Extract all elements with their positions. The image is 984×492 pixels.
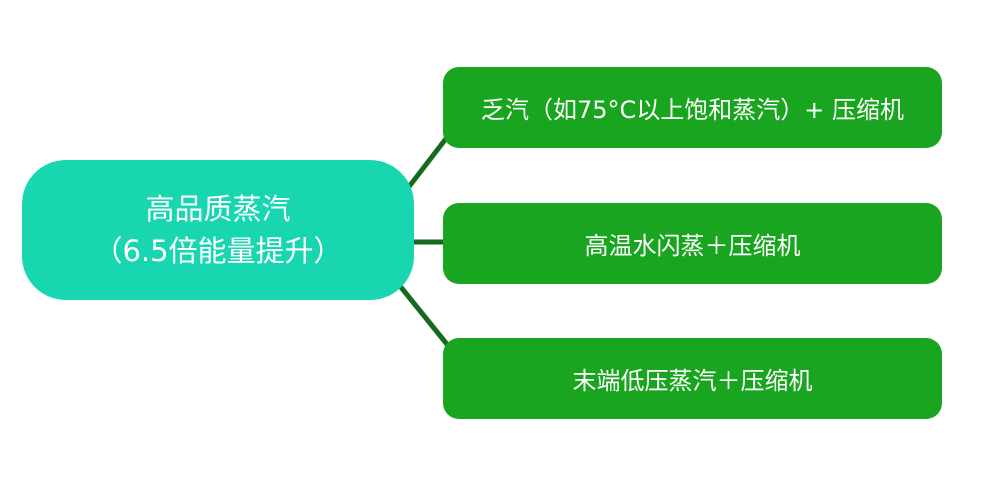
branch-node-1: 乏汽（如75°C以上饱和蒸汽）+ 压缩机 [443, 67, 942, 148]
root-title: 高品质蒸汽 [145, 192, 291, 226]
root-node: 高品质蒸汽 （6.5倍能量提升） [22, 160, 414, 300]
branch-label-1: 乏汽（如75°C以上饱和蒸汽）+ 压缩机 [480, 96, 905, 124]
connector-branch-1 [406, 134, 450, 190]
branch-label-2: 高温水闪蒸＋压缩机 [584, 232, 801, 260]
branch-node-3: 末端低压蒸汽＋压缩机 [443, 338, 942, 419]
root-subtitle: （6.5倍能量提升） [93, 234, 343, 268]
branch-label-3: 末端低压蒸汽＋压缩机 [572, 367, 813, 395]
branch-node-2: 高温水闪蒸＋压缩机 [443, 203, 942, 284]
connector-branch-3 [398, 284, 452, 350]
